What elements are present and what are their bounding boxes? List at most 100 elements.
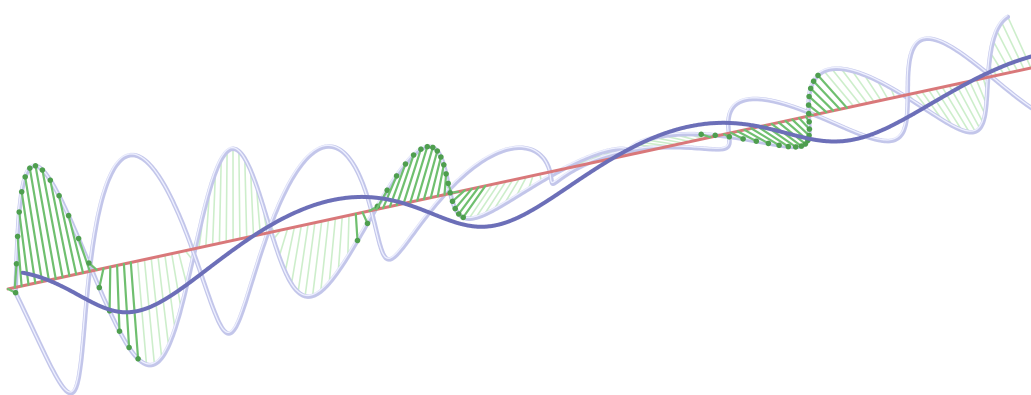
field-vector — [244, 157, 248, 239]
field-vector — [812, 80, 842, 111]
field-vector-tip — [13, 261, 20, 267]
field-vector — [436, 163, 445, 198]
field-vector — [290, 224, 303, 285]
field-vector — [503, 177, 521, 205]
field-vector-tip — [39, 167, 46, 173]
field-vector-tip — [354, 237, 361, 244]
field-vector-tip — [135, 356, 141, 362]
field-vector-tip — [765, 140, 772, 147]
field-vector-tip — [815, 72, 821, 79]
field-vector-tip — [434, 148, 441, 154]
field-vector — [16, 235, 23, 288]
field-vector — [98, 267, 105, 289]
field-vector-tip — [18, 189, 25, 195]
field-vector-tip — [384, 187, 391, 193]
field-vector-tip — [785, 143, 792, 150]
field-vector — [454, 187, 473, 210]
field-vector — [311, 220, 323, 297]
field-vector — [136, 260, 148, 366]
field-vector-tip — [753, 138, 760, 144]
field-vector — [483, 180, 507, 216]
field-vector — [13, 262, 18, 289]
field-vector — [328, 217, 337, 284]
field-vector — [115, 264, 121, 333]
field-vector — [422, 149, 439, 201]
field-vector — [177, 251, 188, 286]
field-vector-tip — [776, 142, 782, 149]
field-vector — [57, 194, 78, 276]
field-vector-tip — [424, 143, 431, 150]
field-vector-tip — [12, 289, 19, 296]
field-vector — [395, 153, 415, 207]
field-vector — [816, 74, 849, 109]
polarization-strand — [21, 54, 1031, 315]
field-vector-tip — [116, 328, 123, 335]
field-vector-tip — [22, 174, 29, 180]
field-vector — [249, 169, 255, 237]
field-vector — [809, 87, 835, 112]
field-vector — [492, 179, 514, 211]
field-vector-tip — [698, 131, 704, 138]
field-vector-tip — [805, 102, 812, 108]
field-vector — [968, 80, 986, 116]
field-vector — [791, 118, 811, 137]
field-vector — [927, 89, 954, 127]
field-vector — [20, 190, 37, 285]
field-vector — [961, 81, 984, 124]
field-vector — [346, 214, 350, 258]
field-vector — [409, 145, 429, 204]
field-vector — [468, 183, 494, 220]
field-vector — [429, 155, 442, 199]
field-vector — [34, 164, 57, 280]
field-vector-tip — [14, 233, 21, 240]
field-vector — [955, 83, 981, 130]
field-vector-tip — [712, 132, 718, 139]
field-vector-tip — [86, 260, 92, 266]
field-vector — [736, 130, 758, 143]
field-vector — [238, 150, 241, 240]
field-vector-tip — [364, 220, 371, 227]
field-vector-tip — [56, 192, 62, 199]
field-vector — [41, 168, 64, 279]
envelope-strand-b-highlight — [14, 36, 1031, 393]
field-vector-tip — [807, 85, 814, 92]
field-vector — [278, 227, 289, 258]
field-vector-tip — [27, 165, 33, 171]
field-vector — [150, 257, 163, 359]
field-vector-tip — [449, 198, 456, 205]
field-vector-tip — [438, 154, 444, 160]
field-vector-tip — [16, 209, 23, 215]
field-vector — [863, 74, 882, 102]
envelope-strand-a-highlight — [14, 15, 1008, 365]
field-vector — [297, 223, 309, 293]
field-vector-tip — [443, 171, 449, 177]
field-vector-tip — [410, 152, 417, 158]
field-vector-tip — [32, 163, 39, 169]
field-vector — [948, 84, 977, 133]
field-vector-tip — [740, 136, 746, 142]
field-vector-tip — [126, 344, 132, 351]
field-vector — [807, 95, 828, 114]
field-vector-tip — [418, 146, 424, 152]
field-vector — [67, 214, 85, 274]
field-vector — [823, 70, 855, 108]
front-layer — [6, 54, 1031, 362]
back-layer — [13, 14, 1031, 395]
field-vector — [122, 262, 131, 349]
field-vector-tip — [47, 177, 54, 183]
field-vector — [416, 146, 434, 202]
field-vector — [24, 175, 44, 283]
field-vector — [337, 216, 344, 273]
field-vector-tip — [430, 144, 436, 151]
field-vector-tip — [65, 212, 72, 219]
field-vector — [218, 158, 222, 245]
field-vector-tip — [445, 180, 452, 187]
field-vector-tip — [75, 235, 82, 242]
field-vector — [143, 258, 156, 366]
field-vector — [934, 87, 963, 131]
field-vector — [743, 128, 770, 145]
field-vector-tip — [810, 78, 817, 84]
field-vector — [108, 265, 112, 312]
field-vector-tip — [447, 190, 454, 196]
